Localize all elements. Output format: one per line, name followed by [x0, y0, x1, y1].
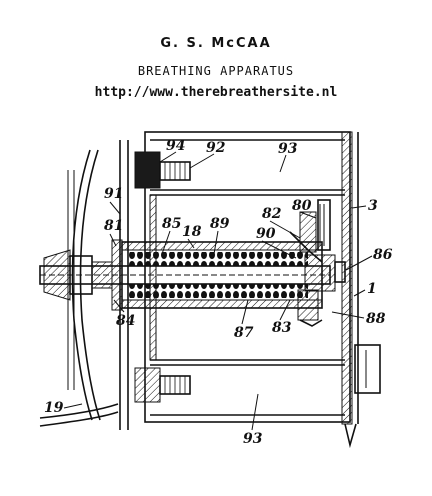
patent-title: BREATHING APPARATUS: [137, 64, 295, 78]
left-hub: [43, 249, 113, 301]
label-88: 88: [366, 311, 386, 327]
leader-lines: [63, 151, 373, 431]
label-81: 81: [104, 218, 123, 234]
label-87: 87: [234, 325, 254, 341]
label-85: 85: [162, 216, 181, 232]
label-83: 83: [272, 320, 292, 336]
label-94: 94: [166, 138, 185, 154]
bottom-bolt: [134, 367, 191, 403]
reference-labels: 94 92 93 91 81 85 89 18 82 80 3 90 86 1 …: [44, 138, 393, 447]
label-90: 90: [256, 226, 276, 242]
label-91: 91: [104, 186, 123, 202]
label-84: 84: [116, 313, 135, 329]
label-82: 82: [262, 206, 282, 222]
source-url[interactable]: http://www.therebreathersite.nl: [94, 85, 338, 100]
valve-cylinder: [39, 239, 331, 311]
inventor-name: G. S. McCAA: [160, 36, 272, 51]
label-80: 80: [292, 198, 312, 214]
label-93-top: 93: [278, 141, 298, 157]
label-1: 1: [367, 281, 377, 297]
label-92: 92: [206, 140, 226, 156]
label-3: 3: [368, 198, 378, 214]
label-18: 18: [182, 224, 202, 240]
label-19: 19: [44, 400, 64, 416]
label-93-bottom: 93: [243, 431, 263, 447]
top-bolt: [134, 151, 191, 189]
right-valve: [289, 199, 346, 327]
label-89: 89: [210, 216, 230, 232]
label-86: 86: [373, 247, 393, 263]
outer-housing: [144, 131, 381, 449]
